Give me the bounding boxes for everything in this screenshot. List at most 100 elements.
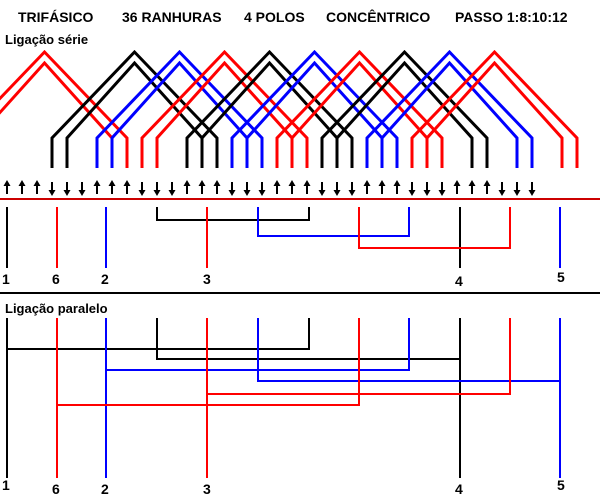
series-terminal-5: 5 [557,269,565,285]
arrow-up-head [288,180,296,186]
coil-group-8 [320,49,489,168]
coil-group-5 [185,49,354,168]
arrow-down-head [408,190,416,196]
parallel-bus-a2 [7,318,310,350]
arrow-down-head [78,190,86,196]
header-phase: TRIFÁSICO [18,9,94,25]
coil-6-1 [230,49,399,168]
slot-arrow-29 [423,182,431,196]
parallel-terminal-2: 2 [101,481,109,497]
arrow-up-head [393,180,401,186]
series-terminal-3: 3 [203,271,211,287]
slot-arrow-20 [288,180,296,194]
arrow-down-head [228,190,236,196]
arrow-down-head [498,190,506,196]
series-title: Ligação série [5,32,88,47]
arrow-up-head [213,180,221,186]
slot-arrow-7 [93,180,101,194]
slot-arrow-36 [528,182,536,196]
coil-9-2 [380,60,519,168]
slot-arrow-35 [513,182,521,196]
coil-9-1 [365,49,534,168]
parallel-title: Ligação paralelo [5,301,108,316]
header-poles: 4 POLOS [244,9,305,25]
slot-arrow-33 [483,180,491,194]
arrow-down-head [348,190,356,196]
arrow-down-head [333,190,341,196]
slot-arrow-24 [348,182,356,196]
coil-4-2 [155,60,294,168]
arrow-down-head [318,190,326,196]
coil-group-10 [410,49,579,168]
coil-3-2 [110,60,249,168]
series-jumper-a [156,207,310,221]
arrow-up-head [18,180,26,186]
arrow-up-head [183,180,191,186]
parallel-bus-c2 [57,318,360,406]
slot-arrow-4 [48,182,56,196]
coil-group-1 [0,49,129,168]
coil-1-1 [0,49,129,168]
slot-arrow-31 [453,180,461,194]
series-terminal-6: 6 [52,271,60,287]
arrow-up-head [378,180,386,186]
arrow-up-head [453,180,461,186]
arrow-down-head [153,190,161,196]
slot-arrow-10 [138,182,146,196]
slot-arrow-9 [123,180,131,194]
coil-10-1 [410,49,579,168]
slot-arrow-1 [3,180,11,194]
coil-2-1 [50,49,219,168]
arrow-up-head [123,180,131,186]
parallel-terminal-6: 6 [52,481,60,497]
series-connection [6,207,561,268]
arrow-up-head [33,180,41,186]
arrow-up-head [108,180,116,186]
header-row: TRIFÁSICO 36 RANHURAS 4 POLOS CONCÊNTRIC… [18,8,568,25]
parallel-bus-c1 [207,318,511,395]
coil-5-1 [185,49,354,168]
slot-arrow-11 [153,182,161,196]
arrow-up-head [483,180,491,186]
slot-arrow-13 [183,180,191,194]
slot-arrow-21 [303,180,311,194]
coil-6-2 [245,60,384,168]
coil-2-2 [65,60,204,168]
coil-group-7 [275,49,444,168]
arrow-down-head [528,190,536,196]
coil-groups [0,49,579,168]
slot-arrows [3,180,536,196]
parallel-terminal-5: 5 [557,477,565,493]
slot-arrow-3 [33,180,41,194]
slot-arrow-18 [258,182,266,196]
coil-10-2 [425,60,564,168]
arrow-up-head [273,180,281,186]
parallel-terminal-3: 3 [203,481,211,497]
arrow-up-head [303,180,311,186]
coil-7-2 [290,60,429,168]
slot-arrow-14 [198,180,206,194]
parallel-phase-b [105,318,561,478]
arrow-up-head [93,180,101,186]
header-slots: 36 RANHURAS [122,9,222,25]
coil-3-1 [95,49,264,168]
slot-arrow-27 [393,180,401,194]
arrow-down-head [63,190,71,196]
slot-arrow-22 [318,182,326,196]
series-phase-b [105,207,561,268]
series-phase-c [56,207,511,268]
slot-arrow-8 [108,180,116,194]
coil-group-3 [95,49,264,168]
arrow-up-head [468,180,476,186]
arrow-down-head [168,190,176,196]
arrow-down-head [138,190,146,196]
arrow-down-head [48,190,56,196]
arrow-down-head [513,190,521,196]
coil-group-6 [230,49,399,168]
arrow-up-head [363,180,371,186]
header-pitch: PASSO 1:8:10:12 [455,9,568,25]
slot-arrow-19 [273,180,281,194]
slot-arrow-32 [468,180,476,194]
